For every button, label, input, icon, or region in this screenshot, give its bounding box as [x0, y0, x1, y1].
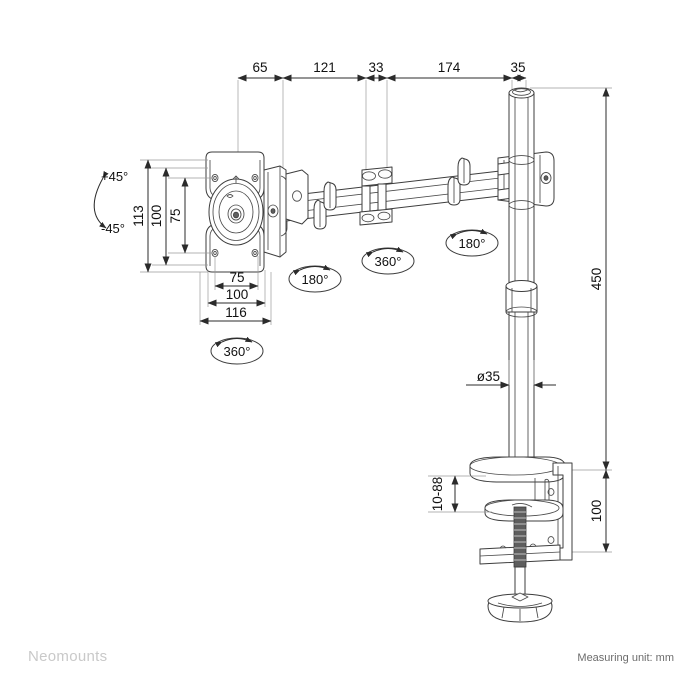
dim-clamp-range: 10-88 [430, 477, 445, 512]
dim-pole-diameter: ø35 [477, 369, 500, 384]
vesa-screw-holes [211, 173, 259, 258]
rotation-badge-1: 180° [288, 264, 342, 293]
dim-vesa-75h: 75 [229, 270, 244, 285]
rotation-badge-3-label: 180° [459, 236, 486, 251]
arm-center-joint [359, 166, 393, 226]
cable-clip-2 [323, 181, 337, 211]
dim-top-121: 121 [313, 60, 336, 75]
dim-top-65: 65 [252, 60, 267, 75]
vesa-mount-plate [205, 151, 288, 273]
rotation-badge-3: 180° [445, 228, 499, 257]
dim-vesa-100h: 100 [226, 287, 249, 302]
vesa-rotation-hub [208, 175, 264, 246]
cable-clip-3 [447, 176, 461, 206]
rotation-badge-2-label: 360° [375, 254, 402, 269]
arm-joint-left [285, 169, 309, 225]
dim-vesa-75v: 75 [168, 208, 183, 223]
brand-logo: Neomounts [28, 648, 108, 665]
dimension-right: 450 100 [589, 87, 610, 553]
measuring-unit-note: Measuring unit: mm [577, 652, 674, 664]
desk-clamp-assembly [469, 456, 573, 623]
dimension-vesa-horizontal: 75 100 116 [199, 270, 272, 325]
tilt-joint-bracket [263, 165, 288, 258]
tilt-arc-annotation: +45° -45° [93, 169, 128, 236]
clamp-top-plate [469, 456, 566, 483]
dim-top-33: 33 [368, 60, 383, 75]
clamp-screw-shaft [513, 506, 527, 600]
dimension-pole-diameter: ø35 [466, 360, 556, 389]
dim-top-174: 174 [438, 60, 461, 75]
dimension-clamp-range: 10-88 [428, 475, 492, 513]
rotation-badge-4-label: 360° [224, 344, 251, 359]
rotation-badge-2: 360° [361, 246, 415, 275]
dimension-vesa-vertical: 113 100 75 [131, 159, 189, 273]
dim-vesa-116: 116 [225, 305, 247, 320]
tilt-up-label: +45° [101, 169, 128, 184]
rotation-badge-4: 360° [210, 336, 264, 365]
pole-top-cap [508, 87, 535, 99]
pole-collar-ring [505, 280, 538, 318]
dimension-chain-top: 65 121 33 174 35 [237, 60, 527, 82]
rotation-badge-1-label: 180° [302, 272, 329, 287]
tilt-down-label: -45° [101, 221, 125, 236]
clamp-handle-knob [487, 592, 553, 623]
dim-right-100: 100 [589, 500, 604, 523]
dim-vesa-100v: 100 [149, 205, 164, 228]
dim-vesa-113: 113 [131, 205, 146, 227]
dim-top-35: 35 [510, 60, 525, 75]
vertical-pole [505, 87, 538, 468]
dim-right-450: 450 [589, 268, 604, 291]
cable-clip-4 [457, 157, 471, 186]
